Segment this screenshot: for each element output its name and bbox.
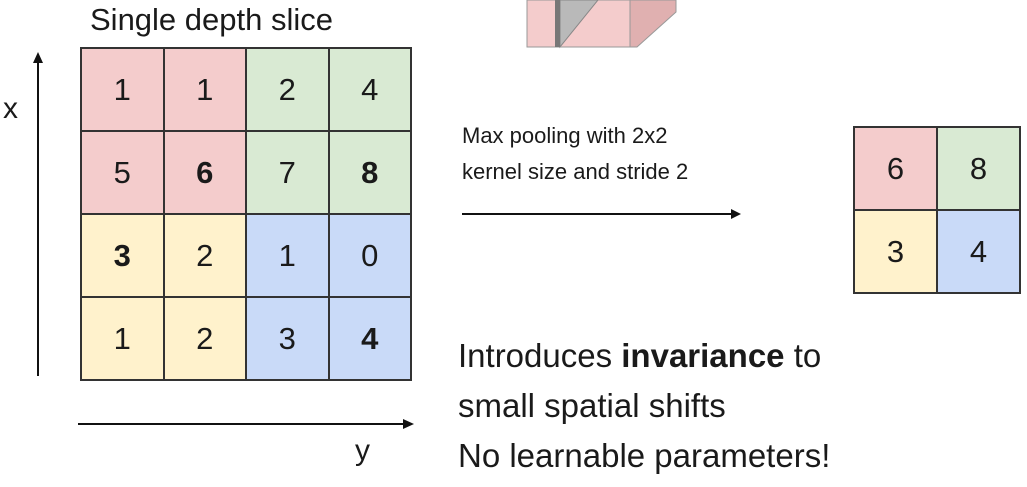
- output-grid-cell: 4: [937, 210, 1020, 293]
- note-line1-post: to: [784, 337, 822, 374]
- x-axis-arrow: [33, 52, 43, 376]
- input-grid-cell: 1: [81, 48, 164, 131]
- pooling-caption-line2: kernel size and stride 2: [462, 159, 689, 184]
- output-grid-cell: 6: [854, 127, 937, 210]
- input-grid-cell: 2: [163, 297, 246, 380]
- input-grid-cell: 4: [328, 297, 411, 380]
- note-line3: No learnable parameters!: [458, 437, 831, 474]
- input-grid-cell: 1: [163, 48, 246, 131]
- pooling-arrow: [462, 209, 741, 219]
- note-line1-bold: invariance: [621, 337, 785, 374]
- y-axis-label: y: [355, 434, 370, 467]
- input-grid-cell: 3: [81, 214, 164, 297]
- output-grid-cell: 8: [937, 127, 1020, 210]
- note-line2: small spatial shifts: [458, 387, 726, 424]
- note-line1-pre: Introduces: [458, 337, 622, 374]
- input-grid-cell: 1: [246, 214, 329, 297]
- pooling-caption-line1: Max pooling with 2x2: [462, 123, 668, 148]
- input-grid-cell: 1: [81, 297, 164, 380]
- cube-graphic: [526, 0, 677, 49]
- input-grid-cell: 3: [246, 297, 329, 380]
- x-axis-label: x: [3, 92, 18, 125]
- input-grid-cell: 6: [163, 131, 246, 214]
- output-grid-cell: 3: [854, 210, 937, 293]
- input-grid-cell: 2: [246, 48, 329, 131]
- input-grid-cell: 2: [163, 214, 246, 297]
- input-grid-cell: 7: [246, 131, 329, 214]
- input-grid-cell: 0: [328, 214, 411, 297]
- y-axis-arrow: [78, 419, 414, 429]
- slice-title: Single depth slice: [90, 2, 333, 37]
- input-grid-cell: 8: [328, 131, 411, 214]
- pooling-note: Introduces invariance to small spatial s…: [458, 331, 830, 481]
- note-line1: Introduces invariance to: [458, 331, 830, 381]
- input-grid-cell: 5: [81, 131, 164, 214]
- pooling-caption: Max pooling with 2x2 kernel size and str…: [462, 118, 688, 190]
- input-grid-cell: 4: [328, 48, 411, 131]
